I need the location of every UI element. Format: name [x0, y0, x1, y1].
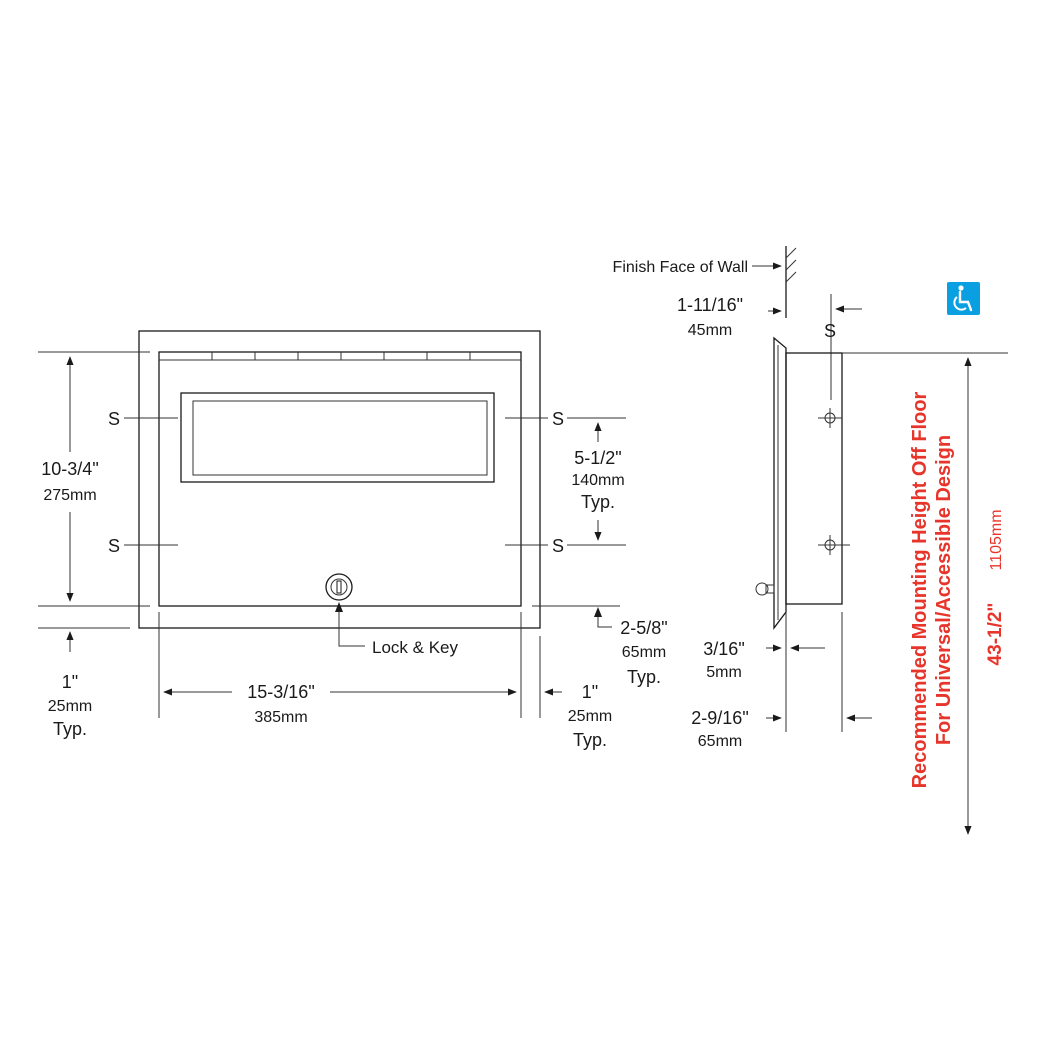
spacing-dim-in: 5-1/2" [574, 448, 621, 468]
dispenser-opening-inner [192, 400, 488, 476]
side-screw-top [818, 408, 842, 428]
height-dim-in: 10-3/4" [41, 459, 98, 479]
side-screw-bottom [818, 535, 850, 555]
right-side-typ: Typ. [573, 730, 607, 750]
finish-face-label: Finish Face of Wall [613, 259, 748, 276]
screw-label-br: S [552, 536, 564, 556]
width-dim-mm: 385mm [254, 709, 307, 726]
lock-leader [338, 604, 365, 647]
right-side-dim-mm: 25mm [568, 708, 612, 725]
spacing-dim-mm: 140mm [571, 472, 624, 489]
screw-label-tl: S [108, 409, 120, 429]
depth-dim-mm: 65mm [698, 733, 742, 750]
lock-icon [325, 573, 353, 601]
outer-flange [138, 330, 541, 629]
right-side-dim-in: 1" [582, 682, 598, 702]
flange-dim-in: 3/16" [703, 639, 744, 659]
wall-hatch [785, 247, 797, 283]
depth-dim-in: 2-9/16" [691, 708, 748, 728]
side-view: Finish Face of Wall 1-11/16" 45mm S [613, 246, 1008, 835]
recommendation-line1: Recommended Mounting Height Off Floor [909, 391, 931, 788]
front-view: Lock & Key S S S S 10-3/4" 275mm 1" 25mm… [38, 330, 668, 750]
bottom-left-dim-mm: 25mm [48, 698, 92, 715]
hinge-ticks [211, 352, 471, 360]
side-s-label: S [824, 321, 836, 341]
mount-dim-in: 43-1/2" [985, 603, 1006, 666]
width-dim-in: 15-3/16" [247, 682, 314, 702]
bottom-right-typ: Typ. [627, 667, 661, 687]
wheelchair-icon [947, 282, 980, 315]
flange-dim-mm: 5mm [706, 664, 742, 681]
bottom-right-arrow [594, 607, 602, 617]
mount-dim-mm: 1105mm [988, 509, 1005, 570]
cabinet-face [158, 351, 522, 607]
bottom-left-typ: Typ. [53, 719, 87, 739]
screw-label-tr: S [552, 409, 564, 429]
mount-dim-text: 43-1/2" 1105mm [985, 509, 1006, 665]
side-flange [773, 336, 787, 630]
recommendation-line2: For Universal/Accessible Design [933, 435, 955, 745]
screw-label-bl: S [108, 536, 120, 556]
dispenser-opening-outer [180, 392, 495, 483]
wall-dim-in: 1-11/16" [677, 295, 743, 315]
spacing-typ: Typ. [581, 492, 615, 512]
wall-dim-mm: 45mm [688, 322, 732, 339]
recommendation-text: Recommended Mounting Height Off Floor Fo… [909, 391, 955, 788]
bottom-left-dim-in: 1" [62, 672, 78, 692]
cabinet-side-body [785, 352, 843, 605]
height-dim-mm: 275mm [43, 487, 96, 504]
lock-key-label: Lock & Key [372, 638, 458, 657]
side-key-icon [755, 582, 775, 596]
lock-leader-arrow [335, 602, 343, 612]
bottom-right-dim-in: 2-5/8" [620, 618, 667, 638]
bottom-right-dim-mm: 65mm [622, 644, 666, 661]
